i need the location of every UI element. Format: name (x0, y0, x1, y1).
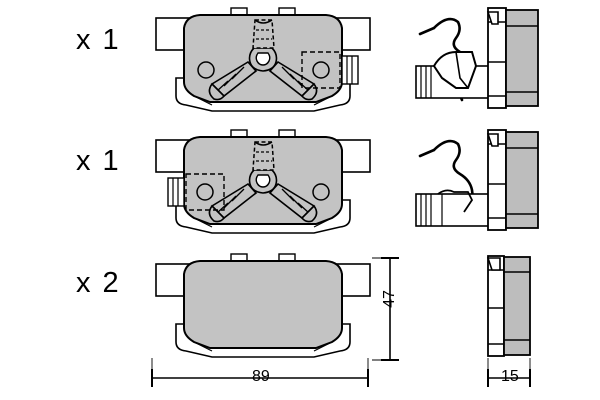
dimension-text-width: 89 (252, 368, 270, 385)
dimension-height-47 (372, 257, 399, 361)
pad-dashed-shim-box-right (301, 51, 341, 89)
brake-pad-assembly-row-3 (155, 253, 531, 358)
pad-y-slot-pattern (208, 19, 318, 101)
pad-side-body-lines (506, 25, 538, 93)
pad-hole-right (312, 183, 330, 201)
brake-pad-assembly-row-2 (155, 129, 539, 234)
brake-pad-face-view-3 (155, 253, 371, 358)
dimension-text-height: 47 (380, 290, 398, 308)
pad-left-edge-bars (167, 177, 185, 207)
pad-friction-block (183, 260, 343, 349)
brake-pad-side-view-1 (415, 7, 539, 109)
dimension-text-thickness: 15 (501, 368, 519, 385)
pad-side-bracket (432, 51, 478, 89)
pad-side-bracket (437, 189, 474, 213)
pad-bottom-chamfer (193, 217, 333, 228)
brake-pad-face-view-1 (155, 7, 371, 112)
pad-wire-clip-tail (418, 26, 436, 36)
pad-wire-clip-tail (418, 148, 436, 158)
pad-hole-left (197, 61, 215, 79)
pad-side-backing-plate (487, 255, 505, 357)
brake-pad-face-view-2 (155, 129, 371, 234)
dimension-thickness-15 (487, 358, 531, 387)
pad-top-tab-right (278, 253, 296, 262)
pad-side-body-lines (506, 147, 538, 215)
dimension-width-89 (151, 358, 369, 387)
pad-side-body-block (503, 256, 531, 356)
quantity-label-row-1: x 1 (76, 24, 121, 56)
brake-pad-side-view-3 (486, 255, 531, 357)
pad-side-bracket-fold (455, 51, 469, 89)
brake-pad-side-view-2 (415, 129, 539, 231)
pad-side-body-lines (504, 271, 530, 341)
pad-top-tab-left (230, 253, 248, 262)
pad-bottom-chamfer (193, 95, 333, 106)
quantity-label-row-2: x 1 (76, 145, 121, 177)
pad-right-edge-bars (341, 55, 359, 85)
pad-side-top-notch (486, 11, 499, 25)
brake-pad-assembly-row-1 (155, 7, 539, 112)
quantity-label-row-3: x 2 (76, 267, 121, 299)
pad-dashed-shim-box-left (185, 173, 225, 211)
pad-side-top-notch (486, 133, 499, 147)
pad-bottom-chamfer (193, 341, 333, 352)
pad-side-top-notch (486, 257, 501, 271)
